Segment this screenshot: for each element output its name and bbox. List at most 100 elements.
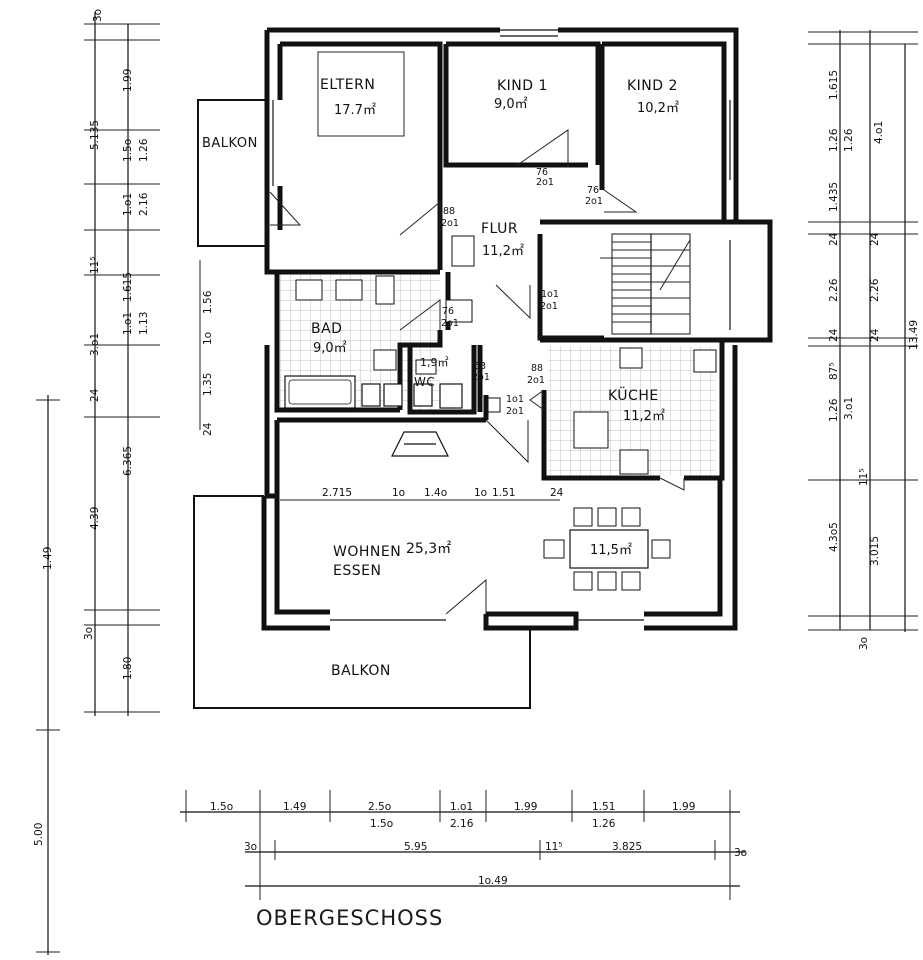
eltern-area: 17.7㎡ xyxy=(334,103,376,118)
kind2-area: 10,2㎡ xyxy=(637,101,679,116)
balkon-top-label: BALKON xyxy=(202,136,258,151)
dimension-lines-bottom xyxy=(180,790,745,900)
door-labels: 88 2o1 76 2o1 76 2o1 76 2o1 63 2o1 88 2o… xyxy=(441,167,603,417)
door-kind1-h: 2o1 xyxy=(536,177,554,188)
kind2-label: KIND 2 xyxy=(627,78,678,94)
door-eltern-h: 2o1 xyxy=(441,218,459,229)
dimension-living: 2.715 1o 1.4o 1o 1.51 24 xyxy=(280,487,564,501)
door-stair-h: 2o1 xyxy=(540,301,558,312)
flur-area: 11,2㎡ xyxy=(482,244,524,259)
dimension-lines-left xyxy=(36,12,201,955)
dim-bottom-1-5o: 1.5o xyxy=(210,801,233,813)
dim-left-5-135: 5.135 xyxy=(89,120,101,150)
dimension-text-bottom: 1.5o 1.49 2.5o 1.o1 1.99 1.51 1.99 1.5o … xyxy=(210,801,747,887)
dimension-lines-right xyxy=(808,30,918,632)
kueche-area: 11,2㎡ xyxy=(623,409,665,424)
door-kueche-w: 88 xyxy=(531,363,543,374)
dim-bottom-3o-left: 3o xyxy=(244,841,257,853)
kind1-label: KIND 1 xyxy=(497,78,548,94)
dim-far-left-1-49: 1.49 xyxy=(42,547,54,570)
door-kueche-h: 2o1 xyxy=(527,375,545,386)
dim-left-1-13: 1.13 xyxy=(138,312,150,335)
door-wc-w: 63 xyxy=(474,361,486,372)
dining-set xyxy=(543,507,671,591)
dim-right-1-26-c: 1.26 xyxy=(843,128,855,152)
dim-right-24-b: 24 xyxy=(828,328,840,342)
dim-right-11-5: 11⁵ xyxy=(858,468,870,486)
dim-left-1-5o: 1.5o xyxy=(122,139,134,162)
dim-right-2-26: 2.26 xyxy=(828,278,840,302)
dim-bottom-2-5o: 2.5o xyxy=(368,801,391,813)
dim-right-1-435: 1.435 xyxy=(828,182,840,212)
room-labels: ELTERN 17.7㎡ KIND 1 9,0㎡ KIND 2 10,2㎡ BA… xyxy=(202,77,679,679)
dim-left-24-b: 24 xyxy=(202,422,214,436)
dim-bottom-5-95: 5.95 xyxy=(404,841,427,853)
dim-left-1-35: 1.35 xyxy=(202,373,214,396)
wc-label: WC xyxy=(414,375,435,389)
dim-bottom-3o-right: 3o xyxy=(734,847,747,859)
dim-bottom-11-5: 11⁵ xyxy=(545,841,563,853)
dim-right-24: 24 xyxy=(828,232,840,246)
dim-right-1-26: 1.26 xyxy=(828,128,840,152)
dim-left-1o: 1o xyxy=(202,332,214,345)
kueche-label: KÜCHE xyxy=(608,386,659,404)
door-kind2-h: 2o1 xyxy=(585,196,603,207)
dim-right-3o: 3o xyxy=(858,637,870,650)
dim-right-4-o1: 4.o1 xyxy=(873,121,885,144)
essen-label: ESSEN xyxy=(333,563,381,579)
dim-bottom-1-26: 1.26 xyxy=(592,818,616,830)
dim-living-1o-a: 1o xyxy=(392,487,405,499)
dimension-text-right: 1.615 1.26 1.435 24 2.26 24 87⁵ 1.26 4.3… xyxy=(828,70,920,650)
dim-left-3o-top: 3o xyxy=(92,9,104,22)
dim-right-1-615: 1.615 xyxy=(828,70,840,100)
dim-bottom-1-o1: 1.o1 xyxy=(450,801,473,813)
door-kind1-w: 76 xyxy=(536,167,548,178)
dim-bottom-1-99-b: 1.99 xyxy=(672,801,695,813)
dim-right-1-26-b: 1.26 xyxy=(828,398,840,422)
dim-left-11-5: 11⁵ xyxy=(89,256,101,274)
wohnen-label: WOHNEN xyxy=(333,544,401,560)
doors xyxy=(269,129,685,615)
dim-left-4-39: 4.39 xyxy=(89,507,101,530)
dim-bottom-1-99-a: 1.99 xyxy=(514,801,537,813)
bath-fixtures xyxy=(284,235,501,413)
wohnen-area: 25,3㎡ xyxy=(406,541,451,557)
dim-left-1-80: 1.80 xyxy=(122,657,134,680)
dim-left-1-99: 1.99 xyxy=(122,69,134,92)
eltern-bed xyxy=(317,51,405,137)
balkon-bottom-label: BALKON xyxy=(331,663,391,679)
dim-left-6-365: 6.365 xyxy=(122,446,134,476)
dim-left-1-o1: 1.o1 xyxy=(122,193,134,216)
dim-left-3o-bottom: 3o xyxy=(83,627,95,640)
dim-living-1-51: 1.51 xyxy=(492,487,515,499)
dim-living-1-4o: 1.4o xyxy=(424,487,447,499)
door-eltern-w: 88 xyxy=(443,206,455,217)
balkon-top-outline xyxy=(197,99,268,247)
dim-bottom-1-49: 1.49 xyxy=(283,801,306,813)
dim-right-24-c: 24 xyxy=(869,232,881,246)
dim-right-13-49: 13.49 xyxy=(908,320,920,350)
wc-area: 1,9㎡ xyxy=(420,356,449,369)
kind1-area: 9,0㎡ xyxy=(494,97,528,112)
dim-bottom-2-16: 2.16 xyxy=(450,818,474,830)
door-wohnen-w: 1o1 xyxy=(506,394,524,405)
dimension-text-left: 3o 1.99 1.5o 1.o1 11⁵ 1.615 1.o1 1.35 24… xyxy=(33,9,214,846)
eltern-label: ELTERN xyxy=(320,77,375,93)
staircase xyxy=(600,233,691,335)
dim-right-2-26-b: 2.26 xyxy=(869,278,881,302)
door-stair-w: 1o1 xyxy=(541,289,559,300)
bad-label: BAD xyxy=(311,321,342,337)
balkon-bottom-outline xyxy=(193,495,531,709)
door-bad-h: 2o1 xyxy=(441,318,459,329)
essen-area: 11,5㎡ xyxy=(590,543,632,558)
dim-bottom-1o-49: 1o.49 xyxy=(478,875,508,887)
door-wohnen-h: 2o1 xyxy=(506,406,524,417)
exterior-walls xyxy=(261,27,773,631)
door-kind2-w: 76 xyxy=(587,185,599,196)
dim-left-1-56: 1.56 xyxy=(202,290,214,314)
door-bad-w: 76 xyxy=(442,306,454,317)
fireplace xyxy=(391,431,449,457)
dim-right-87-5: 87⁵ xyxy=(828,362,840,380)
dim-living-2-715: 2.715 xyxy=(322,487,352,499)
